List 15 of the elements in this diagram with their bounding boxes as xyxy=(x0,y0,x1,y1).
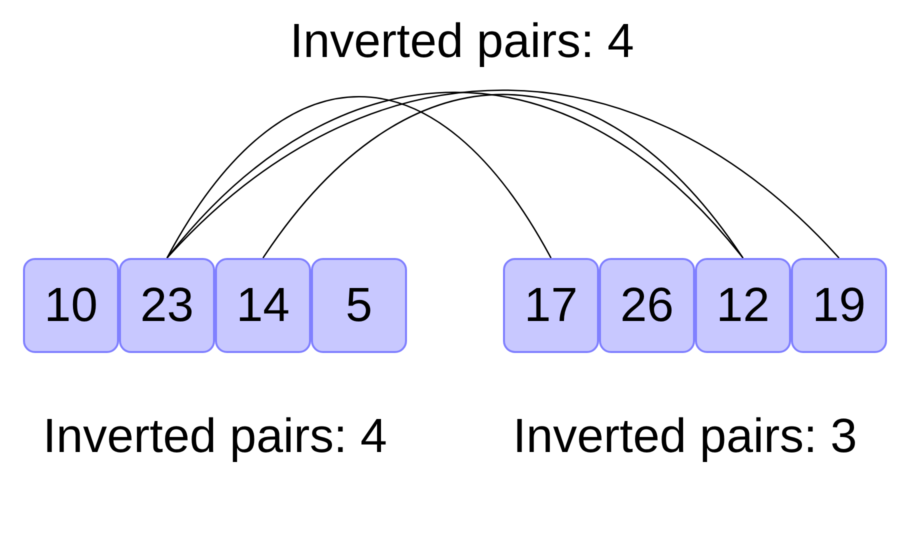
array-cell: 26 xyxy=(599,258,695,353)
array-cell: 10 xyxy=(23,258,119,353)
connector-curve xyxy=(262,94,744,258)
count-label: Inverted pairs: 4 xyxy=(42,409,388,465)
connector-curve xyxy=(166,96,552,258)
connector-curve xyxy=(166,90,840,258)
array-cell: 19 xyxy=(791,258,887,353)
array-cell: 17 xyxy=(503,258,599,353)
title: Inverted pairs: 4 xyxy=(288,14,636,70)
array-cell: 12 xyxy=(695,258,791,353)
array-cell: 5 xyxy=(311,258,407,353)
array-cell: 14 xyxy=(215,258,311,353)
array-cell: 23 xyxy=(119,258,215,353)
count-label: Inverted pairs: 3 xyxy=(512,409,858,465)
connector-curve xyxy=(166,92,744,258)
